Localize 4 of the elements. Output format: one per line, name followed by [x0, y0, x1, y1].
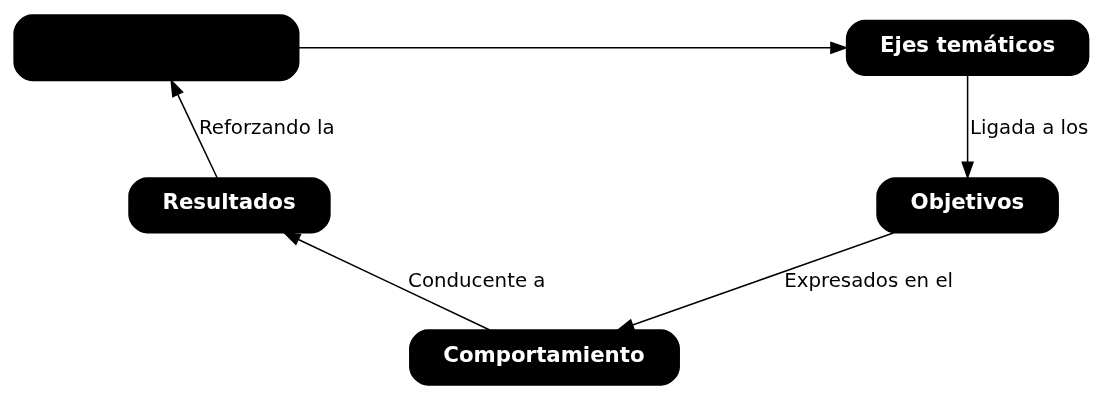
- edge-label: Conducente a: [408, 268, 546, 292]
- edge-label: Ligada a los: [970, 116, 1089, 140]
- edge-label: Reforzando la: [198, 116, 335, 140]
- edge-label: Expresados en el: [784, 268, 954, 292]
